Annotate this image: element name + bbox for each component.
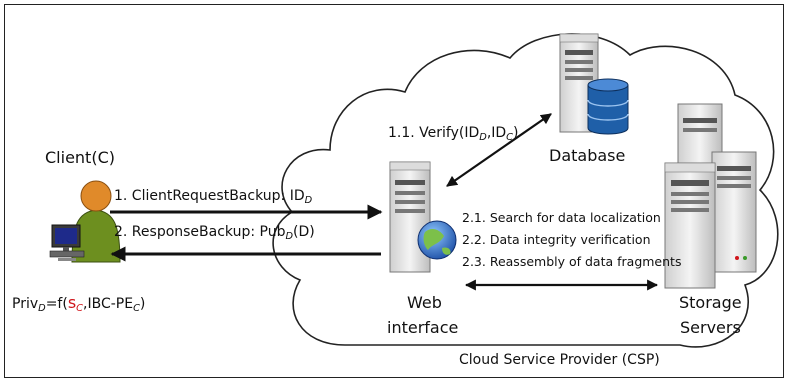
operation-2-2: 2.2. Data integrity verification (462, 232, 651, 247)
operation-2-1: 2.1. Search for data localization (462, 210, 661, 225)
client-label: Client(C) (45, 148, 115, 167)
storage-label-line1: Storage (679, 293, 742, 312)
storage-servers-icon (664, 103, 757, 289)
web-interface-label-line1: Web (407, 293, 442, 312)
step2-label: 2. ResponseBackup: PubD(D) (114, 224, 315, 242)
database-cylinder-icon (587, 78, 629, 135)
client-person-icon (71, 180, 121, 263)
client-computer-icon (49, 224, 85, 261)
csp-label: Cloud Service Provider (CSP) (459, 352, 660, 368)
database-label: Database (549, 146, 626, 165)
storage-label-line2: Servers (680, 318, 741, 337)
diagram-frame (4, 4, 784, 378)
web-interface-label-line2: interface (387, 318, 459, 337)
web-server-icon (389, 161, 431, 273)
verify-arrow (446, 113, 552, 187)
globe-icon (417, 220, 457, 260)
operation-2-3: 2.3. Reassembly of data fragments (462, 254, 682, 269)
step1-label: 1. ClientRequestBackup: IDD (114, 188, 313, 206)
priv-formula: PrivD=f(sC,IBC-PEC) (12, 293, 146, 314)
verify-label: 1.1. Verify(IDD,IDC) (388, 125, 519, 143)
